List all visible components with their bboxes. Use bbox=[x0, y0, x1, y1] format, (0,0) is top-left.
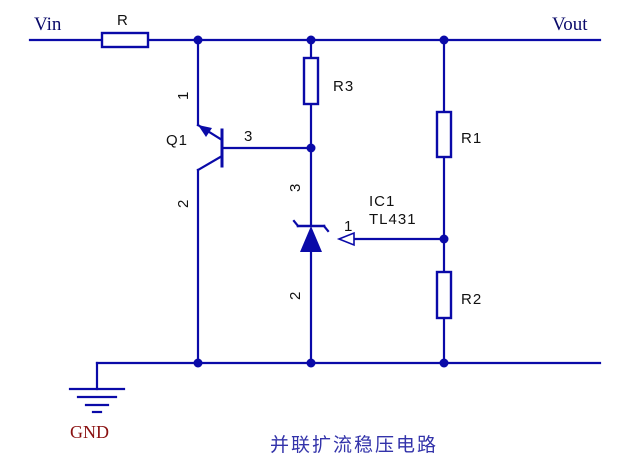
wires bbox=[28, 38, 602, 391]
ic1-pin-1-label: 1 bbox=[344, 218, 352, 235]
q1-pin-3-label: 3 bbox=[244, 128, 252, 145]
ic1-ref-label: IC1 bbox=[369, 193, 395, 210]
resistor-r3-symbol bbox=[302, 56, 320, 106]
q1-pin-1-label: 1 bbox=[175, 92, 192, 100]
q1-pin-2-label: 2 bbox=[175, 200, 192, 208]
q1-emitter-lead bbox=[196, 154, 224, 172]
junction-dot bbox=[193, 35, 203, 45]
tl431-ref-arrow-icon bbox=[336, 231, 355, 247]
junction-dot bbox=[193, 358, 203, 368]
resistor-r-symbol bbox=[100, 31, 150, 49]
transistor-q1-symbol bbox=[196, 123, 224, 172]
resistor-r2-symbol bbox=[435, 270, 453, 320]
resistor-r1-label: R1 bbox=[461, 130, 482, 147]
ic1-part-label: TL431 bbox=[369, 211, 417, 228]
tl431-triangle-icon bbox=[300, 226, 322, 252]
diagram-caption: 并联扩流稳压电路 bbox=[270, 434, 438, 456]
tl431-bar-hook-left bbox=[292, 219, 300, 228]
q1-ref-label: Q1 bbox=[166, 132, 188, 149]
junction-dot bbox=[306, 358, 316, 368]
ic1-pin-3-label: 3 bbox=[287, 184, 304, 192]
junction-dot bbox=[439, 35, 449, 45]
ground-symbol bbox=[68, 387, 126, 414]
vin-label: Vin bbox=[34, 14, 62, 35]
junction-dot bbox=[306, 143, 316, 153]
vout-label: Vout bbox=[552, 14, 588, 35]
junctions bbox=[193, 35, 449, 368]
junction-dot bbox=[439, 358, 449, 368]
resistor-r1-symbol bbox=[435, 110, 453, 159]
junction-dot bbox=[306, 35, 316, 45]
resistor-r-label: R bbox=[117, 12, 129, 29]
resistor-r2-label: R2 bbox=[461, 291, 482, 308]
tl431-bar-hook-right bbox=[322, 224, 330, 233]
junction-dot bbox=[439, 234, 449, 244]
resistor-r3-label: R3 bbox=[333, 78, 354, 95]
gnd-label: GND bbox=[70, 422, 109, 442]
tl431-symbol bbox=[292, 219, 355, 252]
q1-arrow-icon bbox=[198, 125, 212, 137]
ic1-pin-2-label: 2 bbox=[287, 292, 304, 300]
